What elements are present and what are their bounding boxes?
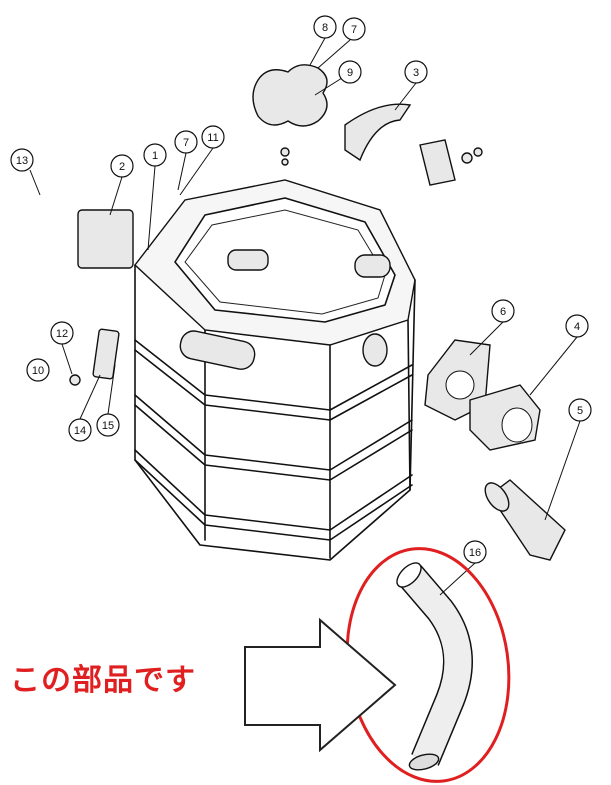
leader-lines: [29, 37, 581, 596]
svg-text:7: 7: [183, 137, 189, 149]
pointer-arrow: [244, 617, 397, 753]
annotation-label: この部品です: [10, 663, 196, 698]
callout-1: 1: [143, 143, 167, 167]
svg-text:10: 10: [32, 365, 44, 377]
svg-text:14: 14: [74, 425, 86, 437]
callout-9: 9: [338, 60, 362, 84]
callout-16: 16: [463, 540, 487, 564]
svg-text:9: 9: [347, 67, 353, 79]
callout-4: 4: [565, 314, 589, 338]
small-parts: [69, 64, 566, 561]
callout-13: 13: [10, 148, 34, 172]
svg-text:11: 11: [207, 132, 218, 144]
callout-2: 2: [110, 154, 134, 178]
svg-text:16: 16: [469, 547, 481, 559]
callout-12: 12: [50, 321, 74, 345]
svg-text:12: 12: [56, 328, 68, 340]
svg-text:5: 5: [577, 405, 583, 417]
callout-6: 6: [491, 299, 515, 323]
svg-text:6: 6: [500, 306, 506, 318]
svg-text:2: 2: [119, 161, 125, 173]
svg-text:7: 7: [351, 24, 357, 36]
svg-text:15: 15: [102, 420, 114, 432]
svg-text:3: 3: [413, 67, 419, 79]
callout-10: 10: [26, 358, 50, 382]
callout-5: 5: [568, 398, 592, 422]
svg-text:1: 1: [152, 150, 158, 162]
callout-8: 8: [313, 15, 337, 39]
pipe-part-16: [396, 562, 473, 771]
callout-15: 15: [96, 413, 120, 437]
callout-7-top: 7: [342, 17, 366, 41]
callout-14: 14: [68, 418, 92, 442]
svg-text:13: 13: [16, 155, 28, 167]
svg-text:8: 8: [322, 22, 328, 34]
callout-3: 3: [404, 60, 428, 84]
callout-7: 7: [174, 130, 198, 154]
svg-text:4: 4: [574, 321, 580, 333]
tank-part-1: [134, 179, 416, 561]
callout-11: 11: [201, 125, 225, 149]
